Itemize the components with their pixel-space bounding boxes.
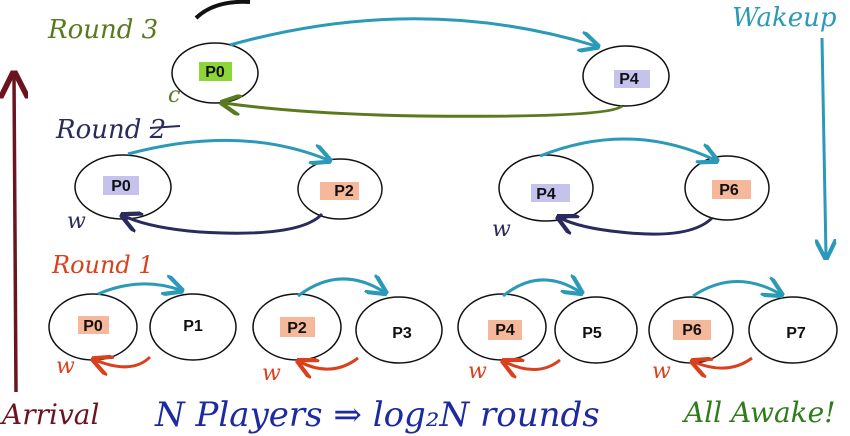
r1-pair4-arrive-arrow	[692, 281, 780, 296]
r2-p0-highlight	[103, 176, 139, 195]
r1-pair3-arrive-arrow	[502, 280, 580, 298]
r3-p0-highlight	[199, 62, 232, 81]
r1-p3-label: P3	[392, 325, 412, 342]
wakeup-label: Wakeup	[732, 3, 837, 33]
r1-p2-label: P2	[287, 320, 307, 337]
r1-p4-label: P4	[495, 322, 515, 339]
r1-pair2-wake-arrow	[300, 356, 359, 369]
arrival-arrow	[14, 76, 16, 393]
r1-pair1-w-mark: w	[56, 354, 75, 379]
r2-left-wake-arrow	[124, 214, 324, 235]
r1-p0-label: P0	[83, 318, 103, 335]
r1-pair4-wake-arrow	[694, 358, 753, 368]
r2-right-arrive-arrow	[539, 137, 715, 160]
r2-left-w-mark: w	[67, 209, 86, 234]
r3-arrive-arrow	[229, 17, 596, 46]
r3-c-mark: c	[168, 83, 180, 108]
round1-title: Round 1	[51, 251, 154, 279]
r1-pair3-w-mark: w	[468, 359, 487, 384]
r2-p6-label: P6	[719, 182, 739, 199]
r1-pair1-wake-arrow	[95, 357, 152, 367]
round3-title: Round 3	[47, 15, 158, 45]
r2-left-arrive-arrow	[127, 138, 328, 160]
r1-p0-highlight	[78, 316, 109, 334]
r1-node-p1	[149, 293, 237, 361]
round2-underline	[149, 125, 181, 129]
r1-node-p7	[748, 296, 838, 364]
footer-formula: N Players ⇒ log₂N rounds	[154, 395, 600, 435]
r3-wake-arrow	[224, 103, 624, 118]
r1-p6-highlight	[673, 320, 711, 340]
r1-pair1-arrive-arrow	[97, 284, 180, 294]
wakeup-arrow	[822, 37, 826, 256]
r1-node-p3	[355, 296, 443, 364]
r1-pair4-w-mark: w	[652, 359, 671, 384]
r1-pair2-w-mark: w	[262, 361, 281, 386]
r1-p4-highlight	[488, 320, 522, 340]
round2-title: Round 2	[55, 115, 166, 145]
top-arc-fragment	[194, 0, 251, 20]
r2-right-wake-arrow	[560, 218, 714, 236]
r2-right-w-mark: w	[492, 217, 511, 242]
r1-p5-label: P5	[582, 325, 602, 342]
r2-p2-label: P2	[334, 183, 354, 200]
r3-p4-highlight	[614, 70, 650, 88]
r2-p0-label: P0	[111, 178, 131, 195]
r2-p6-highlight	[712, 180, 751, 199]
r1-node-p5	[554, 296, 638, 364]
r2-p4-label: P4	[536, 186, 556, 203]
r1-p1-label: P1	[183, 318, 203, 335]
r1-pair3-wake-arrow	[505, 360, 561, 370]
r3-p0-label: P0	[205, 64, 225, 81]
r1-p6-label: P6	[682, 322, 702, 339]
r1-p7-label: P7	[786, 325, 806, 342]
r1-p2-highlight	[280, 317, 315, 337]
r1-pair2-arrive-arrow	[297, 279, 384, 298]
r3-p4-label: P4	[619, 71, 639, 88]
arrival-label: Arrival	[0, 398, 99, 431]
r2-p4-highlight	[531, 184, 570, 202]
r2-p2-highlight	[320, 182, 359, 200]
all-awake-label: All Awake!	[681, 396, 835, 429]
